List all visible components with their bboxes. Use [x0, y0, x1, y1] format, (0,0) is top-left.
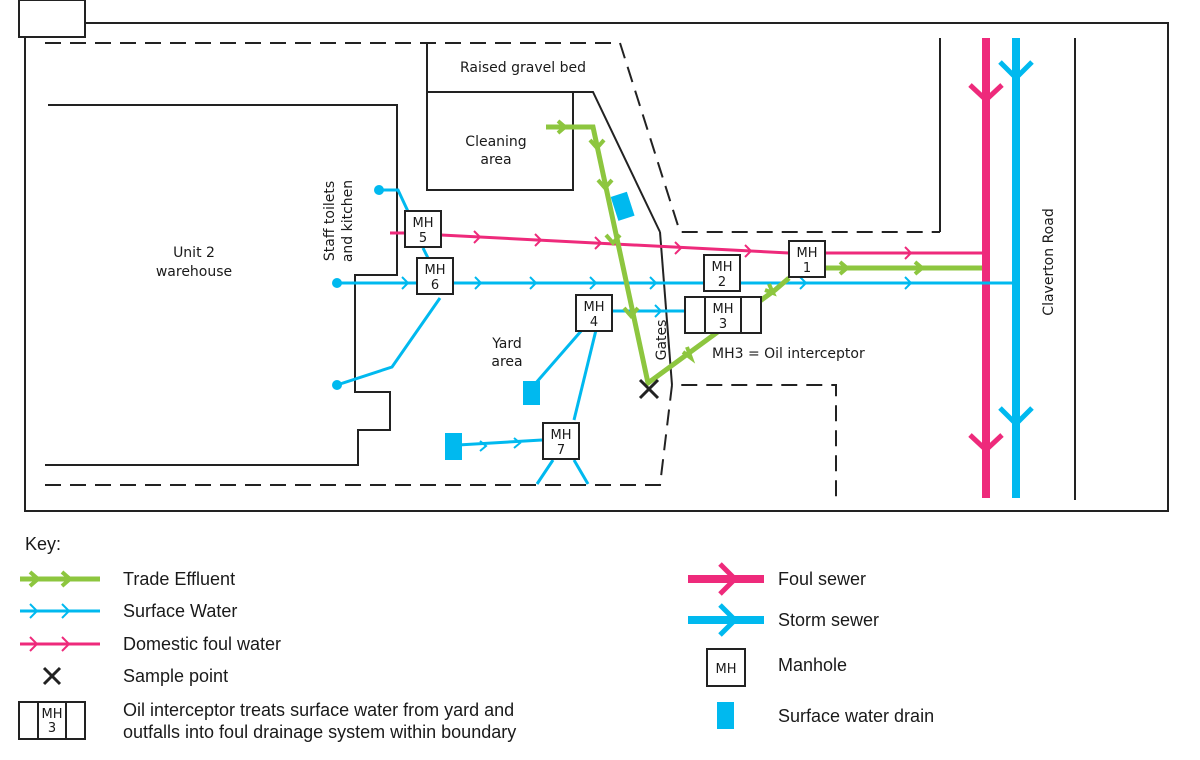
gates-label: Gates [654, 320, 670, 361]
mh6-label: MH [425, 263, 446, 278]
trade-effluent-line-icon [20, 570, 100, 588]
mh1-number: 1 [803, 261, 811, 276]
mh7-number: 7 [557, 443, 565, 458]
manhole-icon-text: MH [716, 662, 737, 677]
raised-gravel-bed-label: Raised gravel bed [460, 60, 586, 76]
mh4-number: 4 [590, 315, 598, 330]
key-oil-interceptor-label: Oil interceptor treats surface water fro… [123, 700, 515, 720]
mh2-label: MH [712, 260, 733, 275]
oil-interceptor-note: MH3 = Oil interceptor [712, 346, 865, 362]
sample-point-x-icon [638, 378, 660, 400]
surface-water-drain-icon [717, 702, 734, 729]
storm-sewer-icon [688, 603, 764, 637]
key-oil-interceptor-label-2: outfalls into foul drainage system withi… [123, 722, 517, 742]
manhole-mh6 [416, 257, 454, 295]
mh2-number: 2 [718, 275, 726, 290]
key-trade-effluent-label: Trade Effluent [123, 569, 236, 589]
domestic-foul-line-icon [20, 636, 100, 652]
cleaning-area-label: Cleaning [465, 134, 526, 150]
mh5-number: 5 [419, 231, 427, 246]
mh4-label: MH [584, 300, 605, 315]
domestic-foul-pipe [390, 230, 986, 260]
oil-interceptor-mh3 [684, 296, 762, 334]
oil-interceptor-icon: MH 3 [18, 0, 86, 740]
cleaning-area-label-2: area [480, 152, 511, 168]
mh5-label: MH [413, 216, 434, 231]
mh1-label: MH [797, 246, 818, 261]
manhole-mh5 [404, 210, 442, 248]
surface-water-inlet [374, 185, 384, 195]
manhole-mh4 [575, 294, 613, 332]
oil-interceptor-icon-number: 3 [48, 721, 56, 736]
surface-water-line-icon [20, 603, 100, 619]
surface-water-drain [610, 191, 635, 221]
mh3-number: 3 [719, 317, 727, 332]
yard-area-label-2: area [491, 354, 522, 370]
surface-water-inlet [332, 380, 342, 390]
key-domestic-foul-label: Domestic foul water [123, 634, 282, 654]
staff-toilets-label-2: and kitchen [340, 180, 356, 262]
key-surface-water-drain-label: Surface water drain [778, 706, 935, 726]
claverton-road-label: Claverton Road [1041, 208, 1057, 315]
mh7-label: MH [551, 428, 572, 443]
unit2-label: Unit 2 [173, 245, 215, 261]
oil-interceptor-icon-text: MH [42, 707, 63, 722]
manhole-mh2 [703, 254, 741, 292]
storm-sewer [998, 38, 1034, 498]
key-surface-water-label: Surface Water [123, 601, 238, 621]
manhole-icon: MH [706, 648, 746, 687]
trade-effluent-pipe [546, 119, 982, 388]
yard-area-label: Yard [491, 336, 522, 352]
surface-water-drain [523, 381, 540, 405]
manhole-mh7 [542, 422, 580, 460]
key-manhole-label: Manhole [778, 655, 848, 675]
key-foul-sewer-label: Foul sewer [778, 569, 867, 589]
unit2-label-2: warehouse [156, 264, 232, 280]
key-storm-sewer-label: Storm sewer [778, 610, 880, 630]
foul-sewer-icon [688, 562, 764, 596]
surface-water-inlet [332, 278, 342, 288]
staff-toilets-label: Staff toilets [322, 181, 338, 261]
foul-sewer [968, 38, 1004, 498]
site-frame [24, 22, 1169, 512]
key-sample-point-label: Sample point [123, 666, 229, 686]
surface-water-drain [445, 433, 462, 460]
key-title: Key: [25, 534, 62, 554]
mh6-number: 6 [431, 278, 439, 293]
manhole-mh1 [788, 240, 826, 278]
mh3-label: MH [713, 302, 734, 317]
sample-point-x-icon [42, 666, 62, 686]
